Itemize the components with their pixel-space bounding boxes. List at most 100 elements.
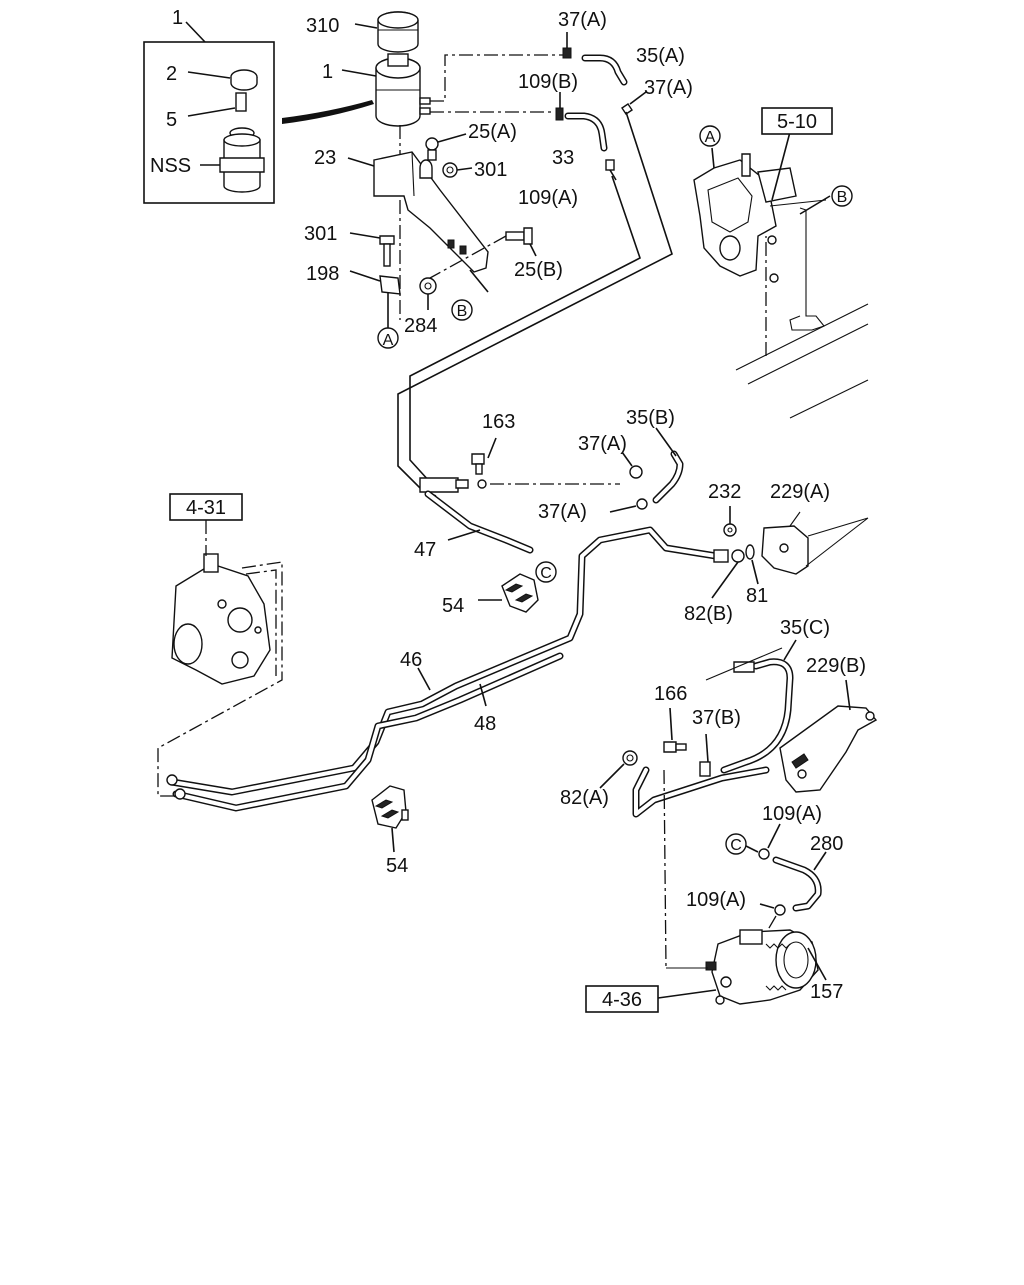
marker-c-pump-text: C: [730, 837, 742, 854]
nut-284: [419, 277, 437, 310]
clamp-109b: [555, 92, 564, 121]
label-109b: 109(B): [518, 71, 578, 93]
label-1-kit: 1: [172, 7, 183, 29]
steering-gear: [171, 553, 271, 685]
junction-block: [419, 437, 620, 493]
label-46: 46: [400, 649, 422, 671]
clamp-37a-2: [621, 91, 647, 115]
fitting-82b-81: [711, 506, 759, 599]
label-280: 280: [810, 833, 843, 855]
label-33: 33: [552, 147, 574, 169]
marker-c-hose47: C: [535, 561, 557, 583]
clamp-54-lower: [371, 785, 409, 853]
label-229b: 229(B): [806, 655, 866, 677]
clamp-54-upper: [478, 573, 539, 613]
pressure-line-48: [172, 652, 564, 812]
label-310: 310: [306, 15, 339, 37]
clamp-37a-1: [562, 32, 572, 59]
label-301-lower: 301: [304, 223, 337, 245]
fitting-gear-b: [174, 788, 186, 800]
bolt-25b: [429, 227, 537, 279]
label-37a-2: 37(A): [644, 77, 693, 99]
bolt-301-lower: [349, 232, 395, 267]
label-82a: 82(A): [560, 787, 609, 809]
label-5: 5: [166, 109, 177, 131]
label-301-upper: 301: [474, 159, 507, 181]
hose-35c: [705, 639, 797, 774]
cap-310: [354, 11, 419, 53]
ref-box-4-36: [585, 985, 659, 1013]
bracket-23: [347, 151, 489, 293]
label-109a-3: 109(A): [686, 889, 746, 911]
marker-b-frame-text: B: [837, 189, 848, 206]
label-198: 198: [306, 263, 339, 285]
label-nss: NSS: [150, 155, 191, 177]
label-48: 48: [474, 713, 496, 735]
frame-assembly: [693, 131, 869, 419]
hose-280: [772, 851, 827, 912]
label-82b: 82(B): [684, 603, 733, 625]
nut-82a: [599, 750, 638, 789]
marker-b-frame: B: [831, 185, 853, 207]
label-47: 47: [414, 539, 436, 561]
ref-5-10-text: 5-10: [777, 111, 817, 133]
bracket-229b: [779, 679, 878, 793]
hose-33: [564, 112, 608, 152]
label-37a-4: 37(A): [538, 501, 587, 523]
clamp-109a-3: [759, 903, 786, 916]
reservoir-kit-box: [143, 21, 275, 204]
marker-b-bracket: B: [451, 299, 473, 321]
washer-198: [349, 270, 401, 295]
fitting-gear-a: [166, 774, 178, 786]
label-37a-3: 37(A): [578, 433, 627, 455]
label-37a-1: 37(A): [558, 9, 607, 31]
marker-a-frame: A: [699, 125, 721, 147]
bracket-229a: [761, 511, 869, 575]
label-23: 23: [314, 147, 336, 169]
label-166: 166: [654, 683, 687, 705]
clamp-upper: [419, 159, 433, 179]
label-284: 284: [404, 315, 437, 337]
reservoir-tank: [341, 53, 431, 127]
ref-box-5-10: [761, 107, 833, 135]
label-109a-2: 109(A): [762, 803, 822, 825]
pressure-line-46: [168, 526, 720, 796]
kit-connector: [282, 100, 374, 124]
marker-b-bracket-text: B: [457, 303, 468, 320]
marker-a-tank: A: [377, 327, 399, 349]
hose-35a: [581, 54, 628, 86]
label-35b: 35(B): [626, 407, 675, 429]
power-steering-pump: [705, 929, 827, 1005]
label-54-lower: 54: [386, 855, 408, 877]
label-37b: 37(B): [692, 707, 741, 729]
clamp-109a-1: [605, 159, 617, 181]
pump-dash-line: [663, 769, 667, 969]
ref-4-36-text: 4-36: [602, 989, 642, 1011]
label-163: 163: [482, 411, 515, 433]
nut-301-upper: [442, 162, 473, 178]
hose-35b: [652, 427, 684, 504]
marker-c-hose47-text: C: [540, 565, 552, 582]
label-25a: 25(A): [468, 121, 517, 143]
clamp-109a-2: [758, 823, 781, 860]
hose-47: [424, 490, 534, 554]
marker-a-frame-text: A: [705, 129, 716, 146]
label-35c: 35(C): [780, 617, 830, 639]
label-81: 81: [746, 585, 768, 607]
clamp-37a-4: [609, 498, 648, 513]
bolt-166: [663, 707, 687, 753]
label-157: 157: [810, 981, 843, 1003]
label-54-upper: 54: [442, 595, 464, 617]
bolt-25a: [425, 133, 467, 161]
clamp-37a-3: [621, 451, 643, 479]
label-109a-1: 109(A): [518, 187, 578, 209]
label-35a: 35(A): [636, 45, 685, 67]
label-1-tank: 1: [322, 61, 333, 83]
label-2: 2: [166, 63, 177, 85]
label-25b: 25(B): [514, 259, 563, 281]
marker-a-tank-text: A: [383, 332, 394, 349]
ref-4-31-text: 4-31: [186, 497, 226, 519]
label-232: 232: [708, 481, 741, 503]
